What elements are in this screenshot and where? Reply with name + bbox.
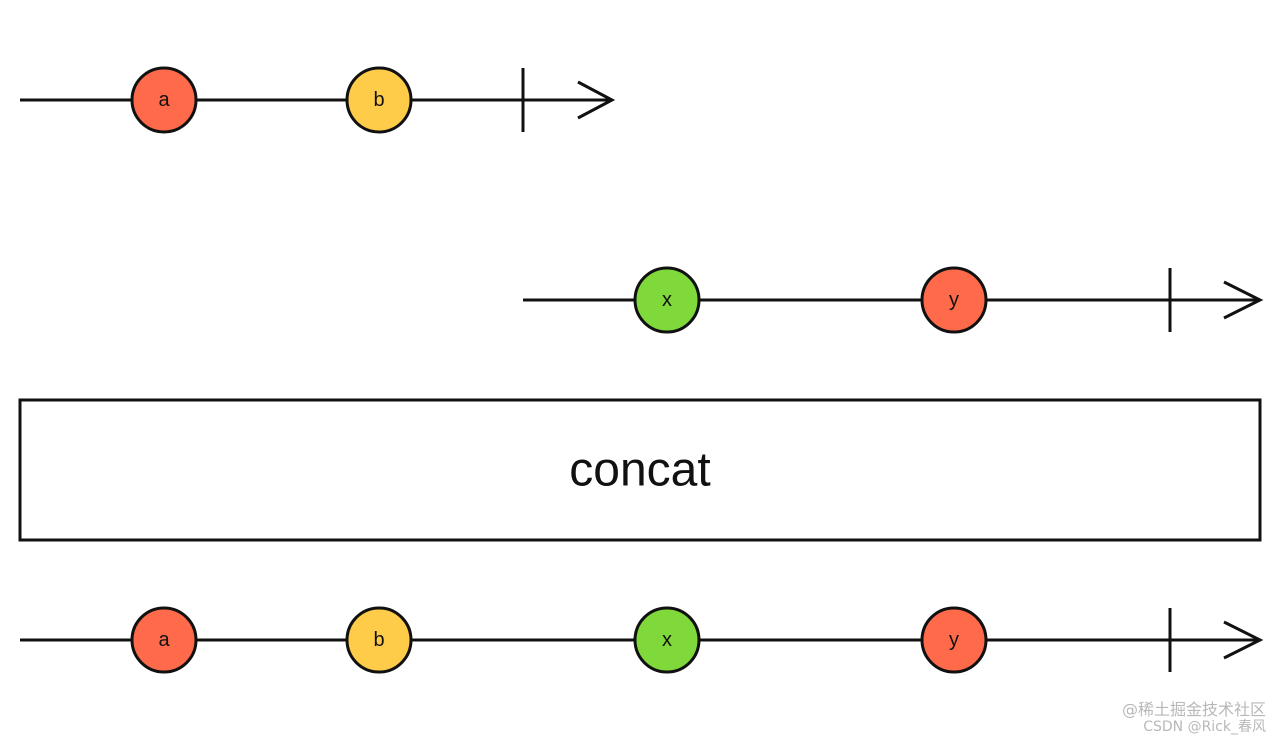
marble-label: x xyxy=(662,289,672,311)
marble-label: a xyxy=(158,89,170,111)
marble-label: y xyxy=(949,289,959,311)
marble-circle xyxy=(633,266,701,334)
arrow-head-input-2 xyxy=(1223,280,1264,320)
marble-label: b xyxy=(373,89,384,111)
marble-output-1: b xyxy=(345,606,413,674)
marble-output-2: x xyxy=(633,606,701,674)
marble-output-0: a xyxy=(130,606,198,674)
operator-box xyxy=(18,398,1262,542)
operator-label: concat xyxy=(569,444,710,497)
marble-input-2-1: y xyxy=(920,266,988,334)
marble-circle xyxy=(920,266,988,334)
arrow-head-output xyxy=(1223,620,1264,660)
watermark-juejin: @稀土掘金技术社区 xyxy=(1121,700,1266,719)
stream-output: a b x y xyxy=(20,606,1264,674)
watermark-csdn: CSDN @Rick_春风 xyxy=(1143,719,1266,735)
marble-circle xyxy=(633,606,701,674)
marble-circle xyxy=(130,606,198,674)
marble-label: b xyxy=(373,629,384,651)
arrow-head-input-1 xyxy=(577,80,616,120)
marble-circle xyxy=(345,606,413,674)
marble-input-2-0: x xyxy=(633,266,701,334)
marble-circle xyxy=(130,66,198,134)
marble-circle xyxy=(920,606,988,674)
marble-label: a xyxy=(158,629,170,651)
marble-output-3: y xyxy=(920,606,988,674)
operator: concat xyxy=(18,398,1262,542)
marble-input-1-1: b xyxy=(345,66,413,134)
marble-circle xyxy=(345,66,413,134)
marble-input-1-0: a xyxy=(130,66,198,134)
stream-input-2: x y xyxy=(523,266,1264,334)
marble-label: y xyxy=(949,629,959,651)
stream-input-1: a b xyxy=(20,66,616,134)
marble-label: x xyxy=(662,629,672,651)
